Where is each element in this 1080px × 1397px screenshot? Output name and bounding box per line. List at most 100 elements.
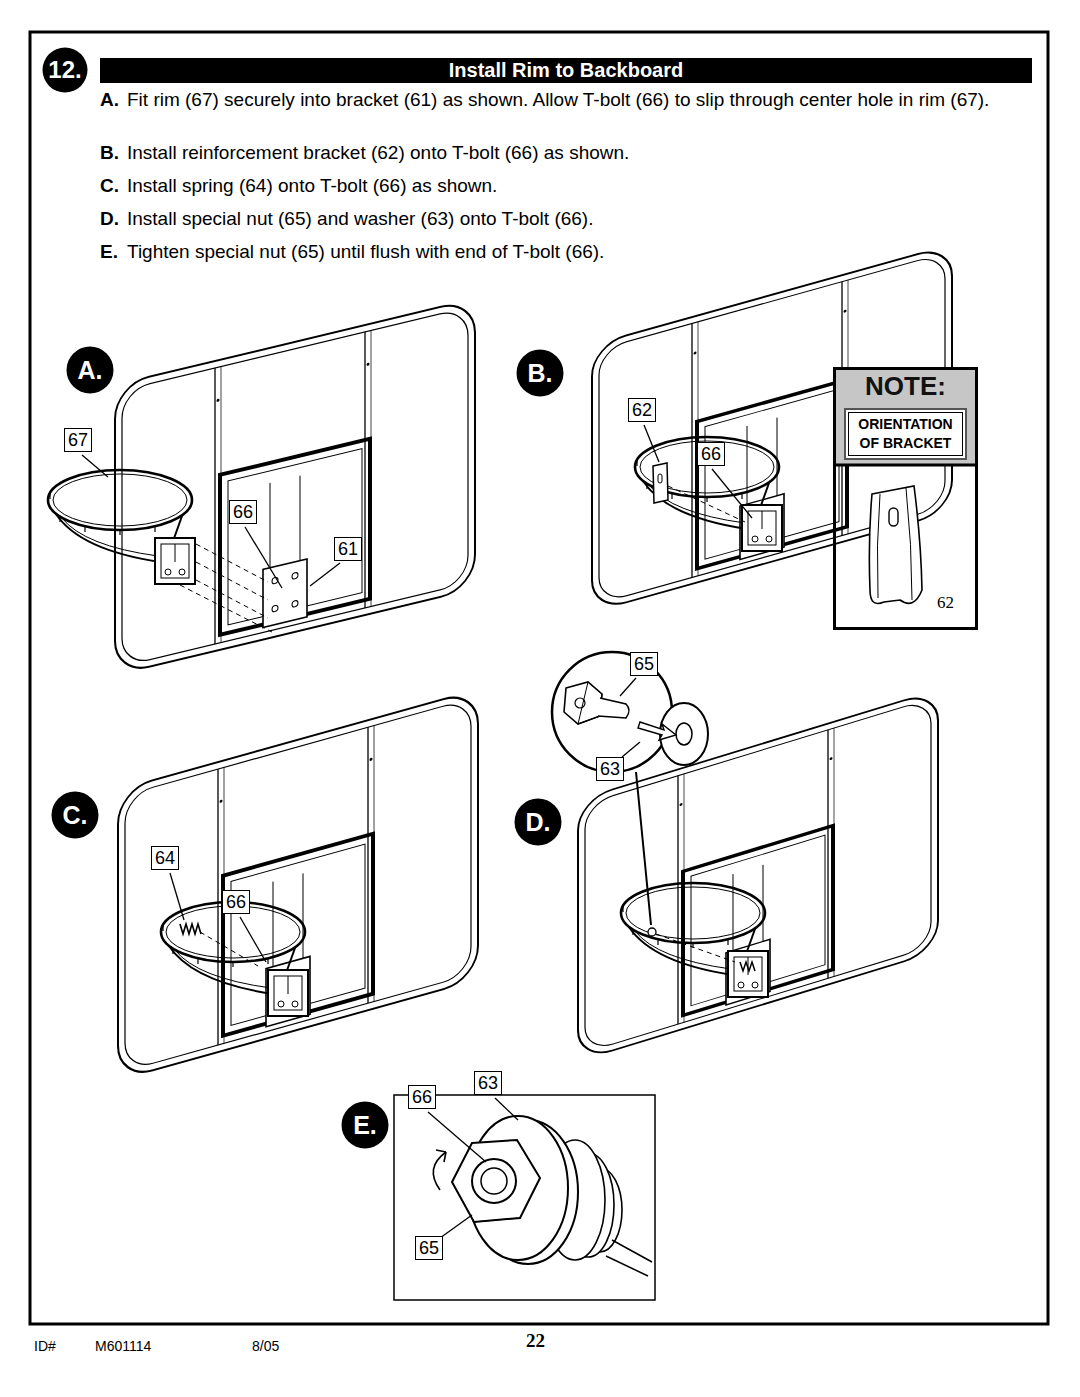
dashed-guide: [196, 562, 268, 600]
callout-number: 66: [226, 891, 246, 913]
step-badge: A.: [66, 346, 114, 394]
footer-text: 8/05: [252, 1337, 279, 1356]
badge-circle: [517, 350, 564, 397]
page-number: 22: [526, 1329, 545, 1353]
instruction-text: Fit rim (67) securely into bracket (61) …: [127, 88, 1012, 112]
leader-line: [428, 1112, 486, 1162]
step-letter: A.: [100, 88, 119, 112]
backboard: [118, 689, 478, 1080]
callout-box: 64: [151, 846, 179, 870]
step-number: B.: [528, 359, 553, 388]
leader-line: [440, 1215, 472, 1238]
dashed-guide: [668, 486, 745, 522]
instruction-text: Install reinforcement bracket (62) onto …: [127, 141, 1012, 165]
bracket-62: [869, 486, 922, 604]
dashed-guide: [180, 585, 272, 632]
rim: [621, 883, 768, 997]
leader-line: [712, 469, 752, 518]
note-header: [834, 368, 977, 464]
badge-circle: [43, 48, 88, 93]
nut-hole: [575, 698, 585, 708]
leader-line: [495, 1098, 518, 1120]
special-nut: [578, 682, 602, 724]
title-text: Install Rim to Backboard: [449, 59, 684, 82]
t-bolt-end: [472, 1159, 516, 1203]
step-number: 12.: [48, 56, 81, 84]
callout-box: 62: [628, 398, 656, 422]
title-bar: Install Rim to Backboard: [100, 58, 1032, 83]
callout-box: 65: [630, 652, 658, 676]
spring: [180, 924, 201, 934]
callout-number: 64: [155, 847, 175, 869]
bracket-62: [877, 488, 912, 600]
leader-line: [636, 772, 651, 925]
step-number: D.: [526, 808, 551, 837]
callout-number: 61: [338, 538, 358, 560]
callout-number: 63: [600, 758, 620, 780]
leader-line: [245, 527, 282, 588]
dashed-guide: [200, 932, 258, 966]
footer-text: ID#: [34, 1337, 56, 1356]
instruction-text: Install special nut (65) and washer (63)…: [127, 207, 1012, 231]
special-nut: [452, 1140, 540, 1222]
leader-line: [82, 455, 108, 477]
badge-circle: [342, 1102, 389, 1149]
callout-number: 62: [632, 399, 652, 421]
step-badge: E.: [341, 1101, 389, 1149]
leader-line: [170, 873, 184, 920]
step-letter: E.: [100, 240, 118, 264]
leader-line: [82, 425, 752, 1238]
bracket-slot: [889, 508, 898, 526]
reinforcement-bracket: [653, 463, 668, 503]
detail-circle: [552, 652, 672, 772]
callout-number: 66: [701, 443, 721, 465]
t-bolt-end: [481, 1168, 507, 1194]
leader-line: [620, 678, 636, 696]
note-divider: [834, 464, 977, 467]
rim: [48, 470, 195, 584]
washer-hole: [676, 723, 692, 745]
callout-number: 66: [233, 501, 253, 523]
step-number: A.: [78, 356, 103, 385]
backboard: [115, 299, 475, 675]
step-letter: B.: [100, 141, 119, 165]
instruction-text: Install spring (64) onto T-bolt (66) as …: [127, 174, 1012, 198]
special-nut: [564, 682, 602, 724]
callout-box: 63: [596, 757, 624, 781]
t-bolt: [606, 1256, 648, 1276]
callout-box: 67: [64, 428, 92, 452]
callout-box: 66: [229, 500, 257, 524]
callout-number: 63: [478, 1072, 498, 1094]
dashed-guide: [656, 934, 735, 962]
footer-text: M601114: [95, 1337, 151, 1356]
callout-number: 67: [68, 429, 88, 451]
step-letter: D.: [100, 207, 119, 231]
note-heading: NOTE:: [836, 370, 975, 402]
leader-line: [644, 425, 659, 462]
step-badge: 12.: [42, 47, 88, 93]
part-number: 62: [937, 592, 954, 614]
washer: [648, 928, 656, 936]
callout-box: 61: [334, 537, 362, 561]
leader-line: [622, 742, 640, 757]
note-label: ORIENTATION OF BRACKET: [852, 415, 959, 453]
note-panel: NOTE: ORIENTATION OF BRACKET: [833, 367, 978, 630]
callout-number: 65: [634, 653, 654, 675]
step-number: E.: [353, 1111, 377, 1140]
leader-line: [240, 917, 266, 962]
step-badge: C.: [51, 791, 99, 839]
leader-line: [310, 563, 340, 586]
step-number: C.: [63, 801, 88, 830]
callout-box: 66: [697, 442, 725, 466]
step-badge: B.: [516, 349, 564, 397]
spring: [740, 962, 755, 971]
detail-box: [394, 1095, 655, 1300]
badge-circle: [515, 799, 562, 846]
callout-box: 65: [415, 1236, 443, 1260]
badge-circle: [67, 347, 114, 394]
t-bolt: [612, 1240, 652, 1262]
note-label-box: ORIENTATION OF BRACKET: [844, 408, 967, 460]
nut-collar: [598, 698, 629, 718]
callout-number: 66: [412, 1086, 432, 1108]
